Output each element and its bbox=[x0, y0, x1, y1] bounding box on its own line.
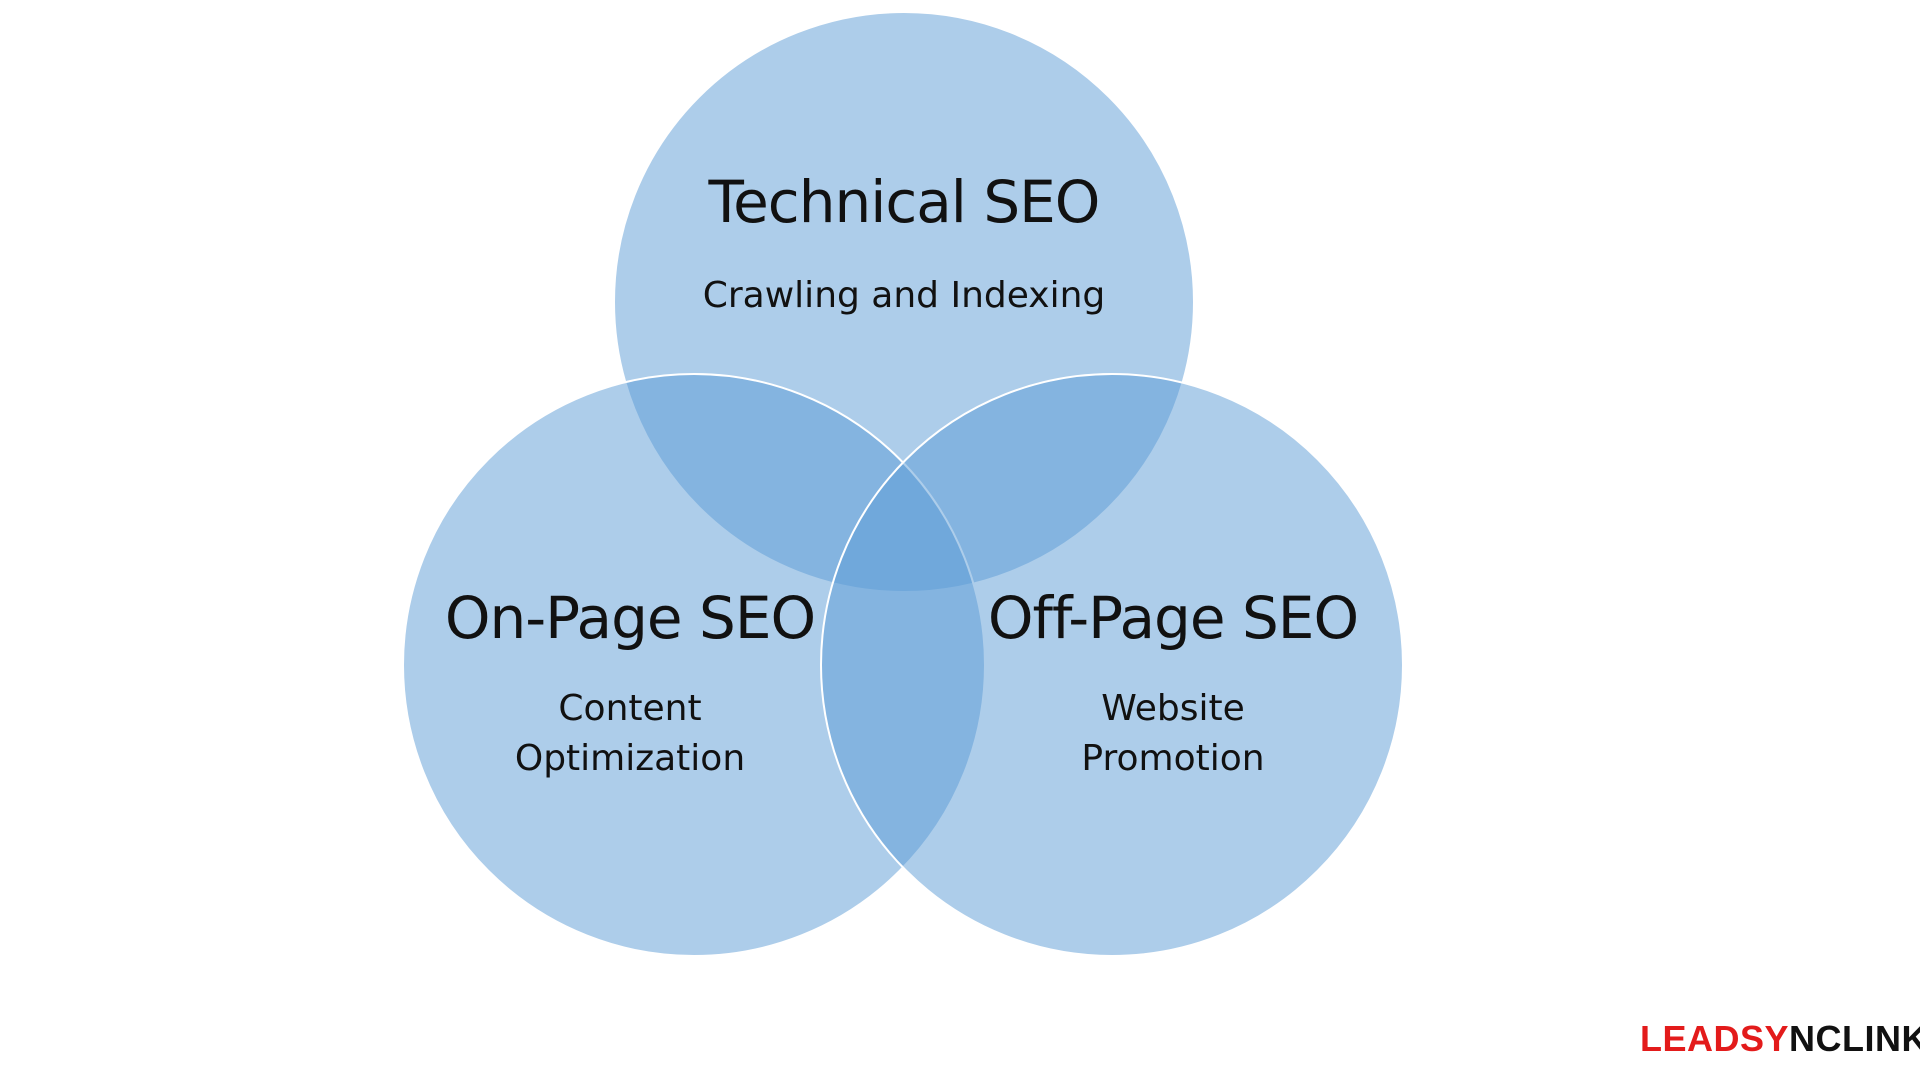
circle-off-page-seo bbox=[820, 373, 1404, 957]
off-page-seo-subtitle-line1: Website bbox=[1101, 688, 1245, 729]
technical-seo-title: Technical SEO bbox=[708, 168, 1101, 236]
on-page-seo-title: On-Page SEO bbox=[444, 584, 816, 652]
logo-part-black: NCLINK bbox=[1789, 1018, 1920, 1059]
brand-logo: LEADSYNCLINK® bbox=[1640, 1018, 1920, 1060]
on-page-seo-subtitle-line2: Optimization bbox=[514, 738, 746, 779]
off-page-seo-title: Off-Page SEO bbox=[987, 584, 1359, 652]
on-page-seo-subtitle-line1: Content bbox=[558, 688, 702, 729]
technical-seo-subtitle: Crawling and Indexing bbox=[702, 275, 1106, 316]
off-page-seo-subtitle-line2: Promotion bbox=[1081, 738, 1265, 779]
logo-part-red: LEADSY bbox=[1640, 1018, 1790, 1059]
